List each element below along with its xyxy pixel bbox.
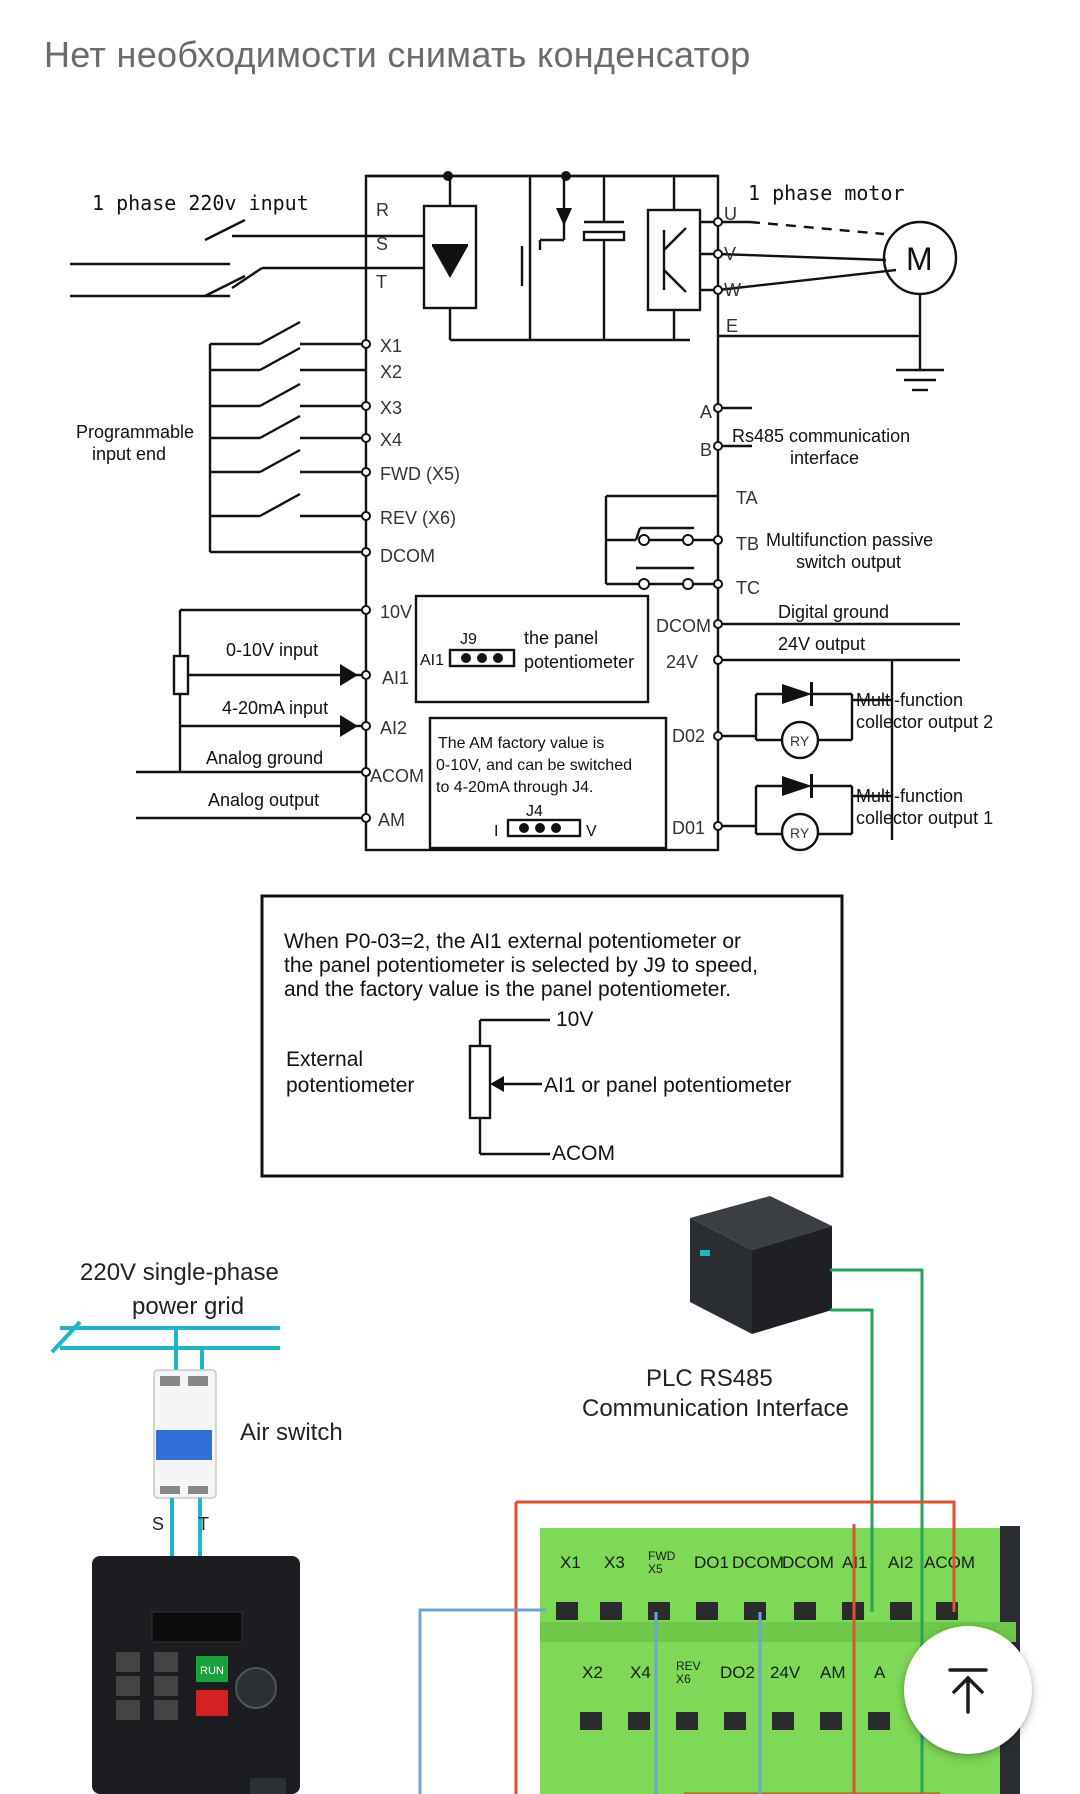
tb-top-0: X1	[560, 1553, 581, 1572]
terminal-x4: X4	[380, 430, 402, 450]
mfo1-label-2: collector output 1	[856, 808, 993, 828]
note-external-2: potentiometer	[286, 1074, 414, 1097]
tb-bottom-1: X4	[630, 1663, 651, 1682]
input-010v-label: 0-10V input	[226, 640, 318, 660]
terminal-am: AM	[378, 810, 405, 830]
j9-label: J9	[460, 631, 477, 648]
am-note-line-3: to 4-20mA through J4.	[436, 779, 593, 796]
tb-bottom-4: 24V	[770, 1663, 801, 1682]
j4-i-label: I	[494, 823, 498, 840]
tb-bottom-3: DO2	[720, 1663, 755, 1682]
terminal-x1: X1	[380, 336, 402, 356]
ry2-symbol: RY	[790, 733, 810, 749]
terminal-d01: D01	[672, 818, 705, 838]
input-420ma-label: 4-20mA input	[222, 698, 328, 718]
tb-top-4: DCOM	[732, 1553, 784, 1572]
analog-ground-label: Analog ground	[206, 748, 323, 768]
terminal-ai1: AI1	[382, 668, 409, 688]
relay-label-1: Multifunction passive	[766, 530, 933, 550]
prog-input-label-1: Programmable	[76, 422, 194, 442]
plc-label-2: Communication Interface	[582, 1395, 849, 1422]
terminal-w: W	[724, 280, 741, 300]
grid-label-1: 220V single-phase	[80, 1259, 279, 1286]
terminal-ai2: AI2	[380, 718, 407, 738]
mfo1-label-1: Multi-function	[856, 786, 963, 806]
scroll-to-top-button[interactable]	[904, 1626, 1032, 1754]
digital-ground-label: Digital ground	[778, 602, 889, 622]
tb-bottom-6: A	[874, 1663, 886, 1682]
grid-label-2: power grid	[132, 1293, 244, 1320]
terminal-r: R	[376, 200, 389, 220]
note-acom: ACOM	[552, 1142, 615, 1165]
output-24v-label: 24V output	[778, 634, 865, 654]
terminal-v: V	[724, 244, 736, 264]
note-ai1-panel: AI1 or panel potentiometer	[544, 1074, 792, 1097]
note-10v: 10V	[556, 1008, 593, 1031]
motor-symbol: M	[906, 241, 933, 277]
vfd-run-label: RUN	[200, 1665, 224, 1677]
terminal-s: S	[376, 234, 388, 254]
terminal-d02: D02	[672, 726, 705, 746]
terminal-b: B	[700, 440, 712, 460]
mfo2-label-1: Multi-function	[856, 690, 963, 710]
tb-top-3: DO1	[694, 1553, 729, 1572]
am-note-line-1: The AM factory value is	[438, 735, 604, 752]
terminal-a: A	[700, 402, 712, 422]
terminal-rev: REV (X6)	[380, 508, 456, 528]
tb-top-8: ACOM	[924, 1553, 975, 1572]
analog-output-label: Analog output	[208, 790, 319, 810]
terminal-u: U	[724, 204, 737, 224]
tb-top-7: AI2	[888, 1553, 914, 1572]
s-label: S	[152, 1514, 164, 1534]
page-heading: Нет необходимости снимать конденсатор	[44, 34, 751, 75]
terminal-10v: 10V	[380, 602, 412, 622]
tb-bottom-5: AM	[820, 1663, 846, 1682]
relay-label-2: switch output	[796, 552, 901, 572]
note-line-1: When P0-03=2, the AI1 external potentiom…	[284, 930, 741, 953]
t-label: T	[198, 1514, 209, 1534]
terminal-24v: 24V	[666, 652, 698, 672]
terminal-ta: TA	[736, 488, 758, 508]
terminal-dcom-left: DCOM	[380, 546, 435, 566]
terminal-dcom-right: DCOM	[656, 616, 711, 636]
tb-top-5: DCOM	[782, 1553, 834, 1572]
mfo2-label-2: collector output 2	[856, 712, 993, 732]
ry1-symbol: RY	[790, 825, 810, 841]
tb-bottom-0: X2	[582, 1663, 603, 1682]
plc-label-1: PLC RS485	[646, 1365, 773, 1392]
terminal-tb: TB	[736, 534, 759, 554]
note-line-2: the panel potentiometer is selected by J…	[284, 954, 758, 977]
arrow-up-to-top-icon	[948, 1668, 988, 1714]
am-note-line-2: 0-10V, and can be switched	[436, 757, 632, 774]
terminal-x2: X2	[380, 362, 402, 382]
panel-pot-label-1: the panel	[524, 628, 598, 648]
terminal-x3: X3	[380, 398, 402, 418]
terminal-t: T	[376, 272, 387, 292]
j4-label: J4	[526, 803, 543, 820]
terminal-fwd: FWD (X5)	[380, 464, 460, 484]
motor-title: 1 phase motor	[748, 181, 905, 205]
j4-v-label: V	[586, 823, 597, 840]
panel-pot-label-2: potentiometer	[524, 652, 634, 672]
terminal-tc: TC	[736, 578, 760, 598]
input-title: 1 phase 220v input	[92, 191, 309, 215]
rs485-label-2: interface	[790, 448, 859, 468]
terminal-acom: ACOM	[370, 766, 424, 786]
note-external-1: External	[286, 1048, 363, 1071]
tb-top-1: X3	[604, 1553, 625, 1572]
rs485-label-1: Rs485 communication	[732, 426, 910, 446]
note-line-3: and the factory value is the panel poten…	[284, 978, 731, 1001]
air-switch-label: Air switch	[240, 1419, 343, 1446]
j9-ai1-label: AI1	[420, 652, 444, 669]
prog-input-label-2: input end	[92, 444, 166, 464]
terminal-e: E	[726, 316, 738, 336]
